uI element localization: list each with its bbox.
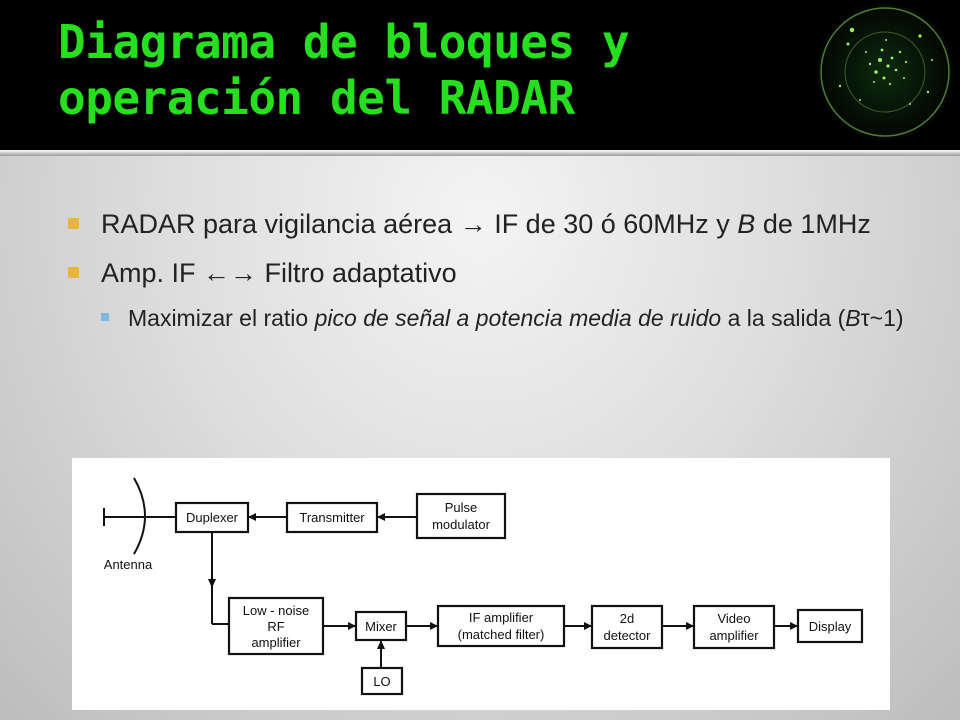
subbullet-maximize: Maximizar el ratio pico de señal a poten… xyxy=(101,302,908,334)
video-amplifier-label-2: amplifier xyxy=(709,628,759,643)
lna-label-1: Low - noise xyxy=(243,603,309,618)
slide-title: Diagrama de bloques y operación del RADA… xyxy=(58,14,818,126)
video-amplifier-label-1: Video xyxy=(717,611,750,626)
if-amplifier-label-2: (matched filter) xyxy=(458,627,545,642)
antenna-label: Antenna xyxy=(104,557,153,572)
if-amplifier-label-1: IF amplifier xyxy=(469,610,534,625)
bullet-radar-if: RADAR para vigilancia aérea → IF de 30 ó… xyxy=(68,206,908,243)
duplexer-block xyxy=(174,501,250,534)
radar-block-diagram: Antenna Duplexer Transmitter Pulse modul… xyxy=(72,458,890,710)
lo-label: LO xyxy=(373,674,390,689)
lna-label-2: RF xyxy=(267,619,284,634)
if-amplifier-block xyxy=(436,604,566,648)
mixer-block xyxy=(354,610,408,642)
pulse-modulator-label-1: Pulse xyxy=(445,500,478,515)
title-bar: Diagrama de bloques y operación del RADA… xyxy=(0,0,960,150)
pulse-modulator-block xyxy=(415,492,507,540)
arrow-both-icon: ←→ xyxy=(203,258,258,288)
title-divider xyxy=(0,150,960,156)
title-line-2: operación del RADAR xyxy=(58,71,575,125)
display-block xyxy=(796,608,864,644)
duplexer-label: Duplexer xyxy=(186,510,239,525)
arrow-right-icon: → xyxy=(459,209,487,239)
radar-scope-image xyxy=(810,0,960,150)
bullet-list: RADAR para vigilancia aérea → IF de 30 ó… xyxy=(68,206,908,334)
detector-label-1: 2d xyxy=(620,611,634,626)
lna-label-3: amplifier xyxy=(251,635,301,650)
detector-label-2: detector xyxy=(604,628,652,643)
low-noise-rf-amplifier-block xyxy=(227,596,325,656)
pulse-modulator-label-2: modulator xyxy=(432,517,490,532)
title-line-1: Diagrama de bloques y xyxy=(58,15,630,69)
display-label: Display xyxy=(809,619,852,634)
video-amplifier-block xyxy=(692,604,776,650)
transmitter-label: Transmitter xyxy=(299,510,365,525)
bullet-amp-if: Amp. IF ←→ Filtro adaptativo xyxy=(68,255,908,292)
antenna-icon xyxy=(103,477,170,555)
transmitter-block xyxy=(285,501,379,534)
diagram-canvas: Antenna Duplexer Transmitter Pulse modul… xyxy=(103,477,864,696)
lo-block xyxy=(360,666,404,696)
mixer-label: Mixer xyxy=(365,619,397,634)
